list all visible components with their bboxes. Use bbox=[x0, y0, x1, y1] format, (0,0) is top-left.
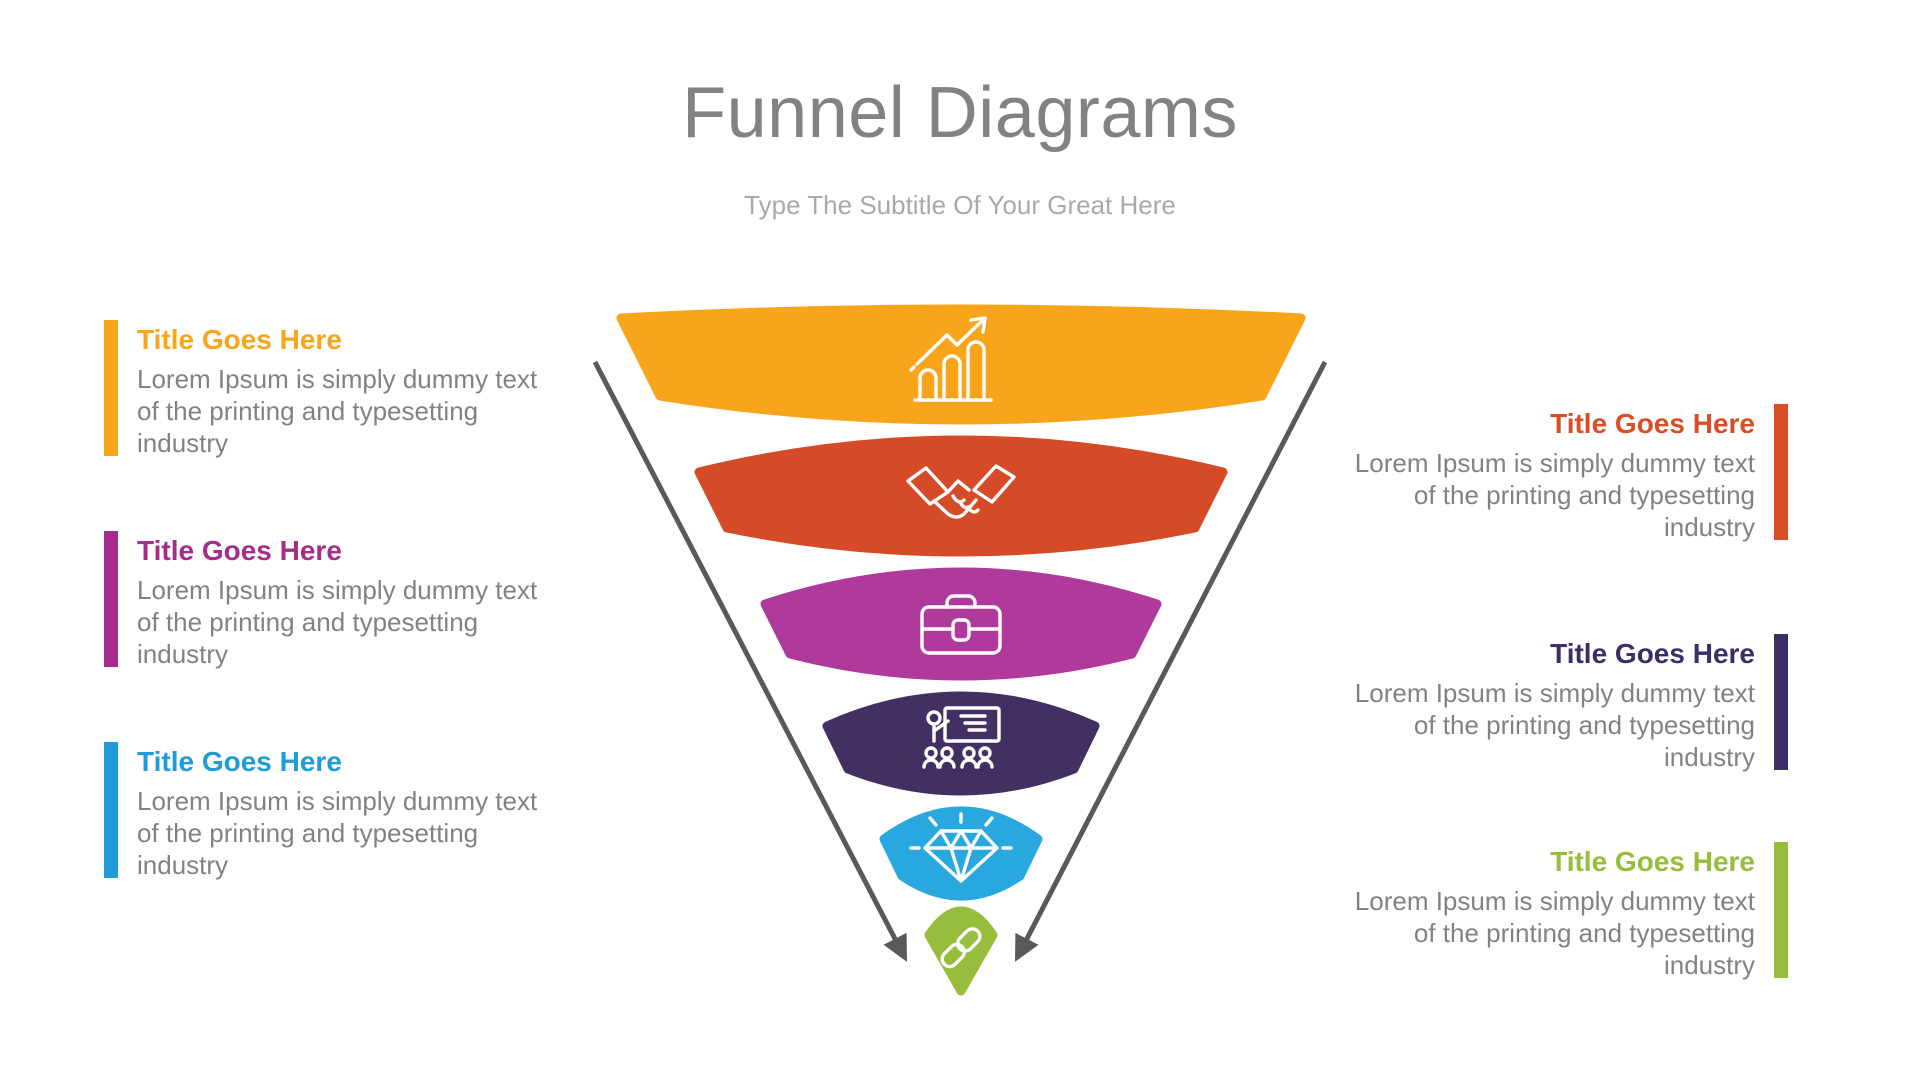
funnel-segment-4 bbox=[822, 691, 1100, 796]
block-body: Lorem Ipsum is simply dummy text of the … bbox=[137, 364, 538, 458]
accent-bar bbox=[1774, 634, 1788, 770]
chain-link-icon bbox=[940, 927, 982, 969]
left-flow-arrow bbox=[592, 360, 908, 962]
funnel-segment-1 bbox=[616, 304, 1306, 425]
growth-chart-icon bbox=[909, 316, 993, 402]
right-flow-arrow bbox=[1014, 360, 1328, 962]
left-text-block-3: Title Goes Here Lorem Ipsum is simply du… bbox=[104, 742, 584, 881]
block-body: Lorem Ipsum is simply dummy text of the … bbox=[1354, 886, 1755, 980]
block-body: Lorem Ipsum is simply dummy text of the … bbox=[137, 786, 538, 880]
funnel-segment-2 bbox=[694, 435, 1228, 557]
left-text-block-1: Title Goes Here Lorem Ipsum is simply du… bbox=[104, 320, 584, 459]
briefcase-icon bbox=[920, 594, 1002, 655]
block-title: Title Goes Here bbox=[137, 535, 342, 566]
presentation-icon bbox=[922, 706, 1001, 769]
funnel-segment-6 bbox=[924, 906, 998, 996]
accent-bar bbox=[1774, 842, 1788, 978]
block-title: Title Goes Here bbox=[137, 746, 342, 777]
funnel-segment-3 bbox=[760, 567, 1162, 681]
funnel-segment-5-shape bbox=[879, 806, 1043, 901]
page-subtitle: Type The Subtitle Of Your Great Here bbox=[744, 190, 1176, 220]
right-text-block-2: Title Goes Here Lorem Ipsum is simply du… bbox=[1308, 634, 1788, 773]
right-text-block-1: Title Goes Here Lorem Ipsum is simply du… bbox=[1308, 404, 1788, 543]
accent-bar bbox=[104, 531, 118, 667]
funnel-segment-4-shape bbox=[822, 691, 1100, 796]
accent-bar bbox=[104, 320, 118, 456]
handshake-icon bbox=[906, 464, 1016, 519]
block-body: Lorem Ipsum is simply dummy text of the … bbox=[137, 575, 538, 669]
block-title: Title Goes Here bbox=[137, 324, 342, 355]
accent-bar bbox=[104, 742, 118, 878]
block-body: Lorem Ipsum is simply dummy text of the … bbox=[1354, 448, 1755, 542]
funnel-segment-2-shape bbox=[694, 435, 1228, 557]
funnel-segment-3-shape bbox=[760, 567, 1162, 681]
block-body: Lorem Ipsum is simply dummy text of the … bbox=[1354, 678, 1755, 772]
left-text-block-2: Title Goes Here Lorem Ipsum is simply du… bbox=[104, 531, 584, 670]
accent-bar bbox=[1774, 404, 1788, 540]
page-title: Funnel Diagrams bbox=[682, 73, 1238, 153]
funnel-segment-5 bbox=[879, 806, 1043, 901]
diamond-icon bbox=[909, 812, 1013, 883]
block-title: Title Goes Here bbox=[1550, 846, 1755, 877]
block-title: Title Goes Here bbox=[1550, 408, 1755, 439]
right-text-block-3: Title Goes Here Lorem Ipsum is simply du… bbox=[1308, 842, 1788, 981]
block-title: Title Goes Here bbox=[1550, 638, 1755, 669]
